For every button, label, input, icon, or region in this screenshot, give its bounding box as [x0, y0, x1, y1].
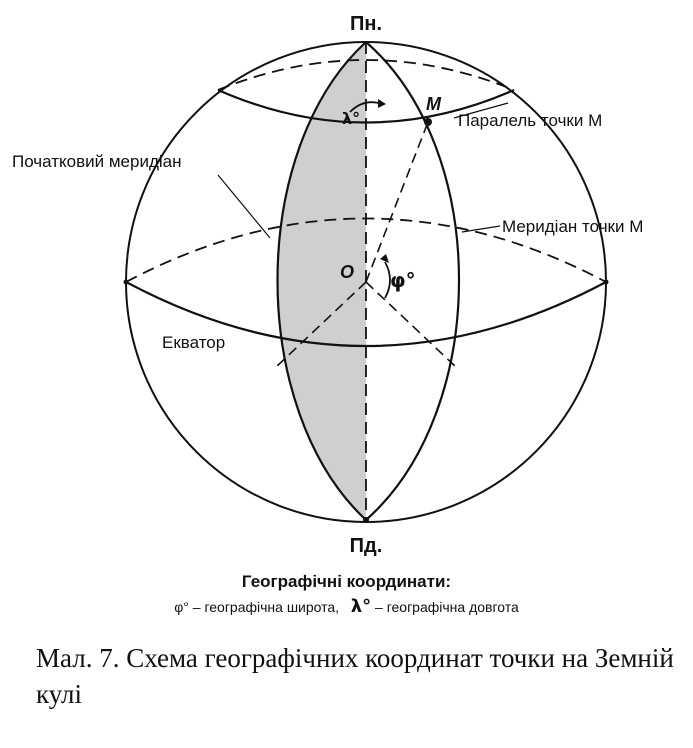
- parallel-m-front: [217, 88, 515, 124]
- equator-right-dot: [603, 279, 609, 285]
- label-north: Пн.: [350, 13, 382, 35]
- label-parallel-m: Паралель точки М: [458, 111, 602, 130]
- equator-left-dot: [123, 279, 129, 285]
- leader-prime-meridian: [217, 174, 271, 239]
- label-point-m: M: [426, 94, 442, 114]
- leader-meridian-m: [461, 225, 501, 233]
- label-phi: φ°: [390, 268, 416, 292]
- meridian-m-curve: [365, 41, 460, 521]
- parallel-m-back: [217, 59, 515, 91]
- lambda-angle-arrowhead: [378, 99, 386, 108]
- legend-phi-symbol: φ°: [174, 599, 189, 615]
- legend-lambda-symbol: λ°: [350, 596, 372, 617]
- radius-to-meridian-equator: [365, 281, 457, 368]
- equator-front: [125, 281, 607, 347]
- label-equator: Екватор: [162, 333, 225, 352]
- label-center-o: O: [340, 262, 354, 282]
- label-lambda: λ°: [342, 109, 360, 128]
- label-prime-meridian: Початковий меридіан: [12, 152, 182, 171]
- phi-angle-arrowhead: [380, 254, 389, 263]
- phi-angle-arc: [384, 261, 391, 299]
- leader-parallel-m: [453, 102, 509, 119]
- globe-diagram: Пн. Пд. M O φ° λ° Початковий меридіан Па…: [12, 13, 643, 557]
- figure-caption: Мал. 7. Схема географічних координат точ…: [36, 643, 674, 709]
- prime-meridian-shaded-region: [277, 42, 366, 520]
- prime-meridian-curve: [276, 41, 367, 521]
- south-pole-dot: [363, 517, 369, 523]
- point-m-dot: [424, 118, 432, 126]
- legend-title: Географічні координати:: [241, 572, 452, 591]
- radius-to-m: [365, 121, 429, 283]
- label-south: Пд.: [350, 535, 383, 557]
- radius-to-prime-equator: [275, 281, 367, 368]
- legend-definitions: φ° – географічна широта, λ° – географічн…: [0, 596, 693, 617]
- equator-back: [125, 217, 607, 283]
- label-meridian-m: Меридіан точки М: [502, 217, 643, 236]
- legend-phi-text: – географічна широта,: [192, 599, 340, 615]
- legend-lambda-text: – географічна довгота: [375, 599, 519, 615]
